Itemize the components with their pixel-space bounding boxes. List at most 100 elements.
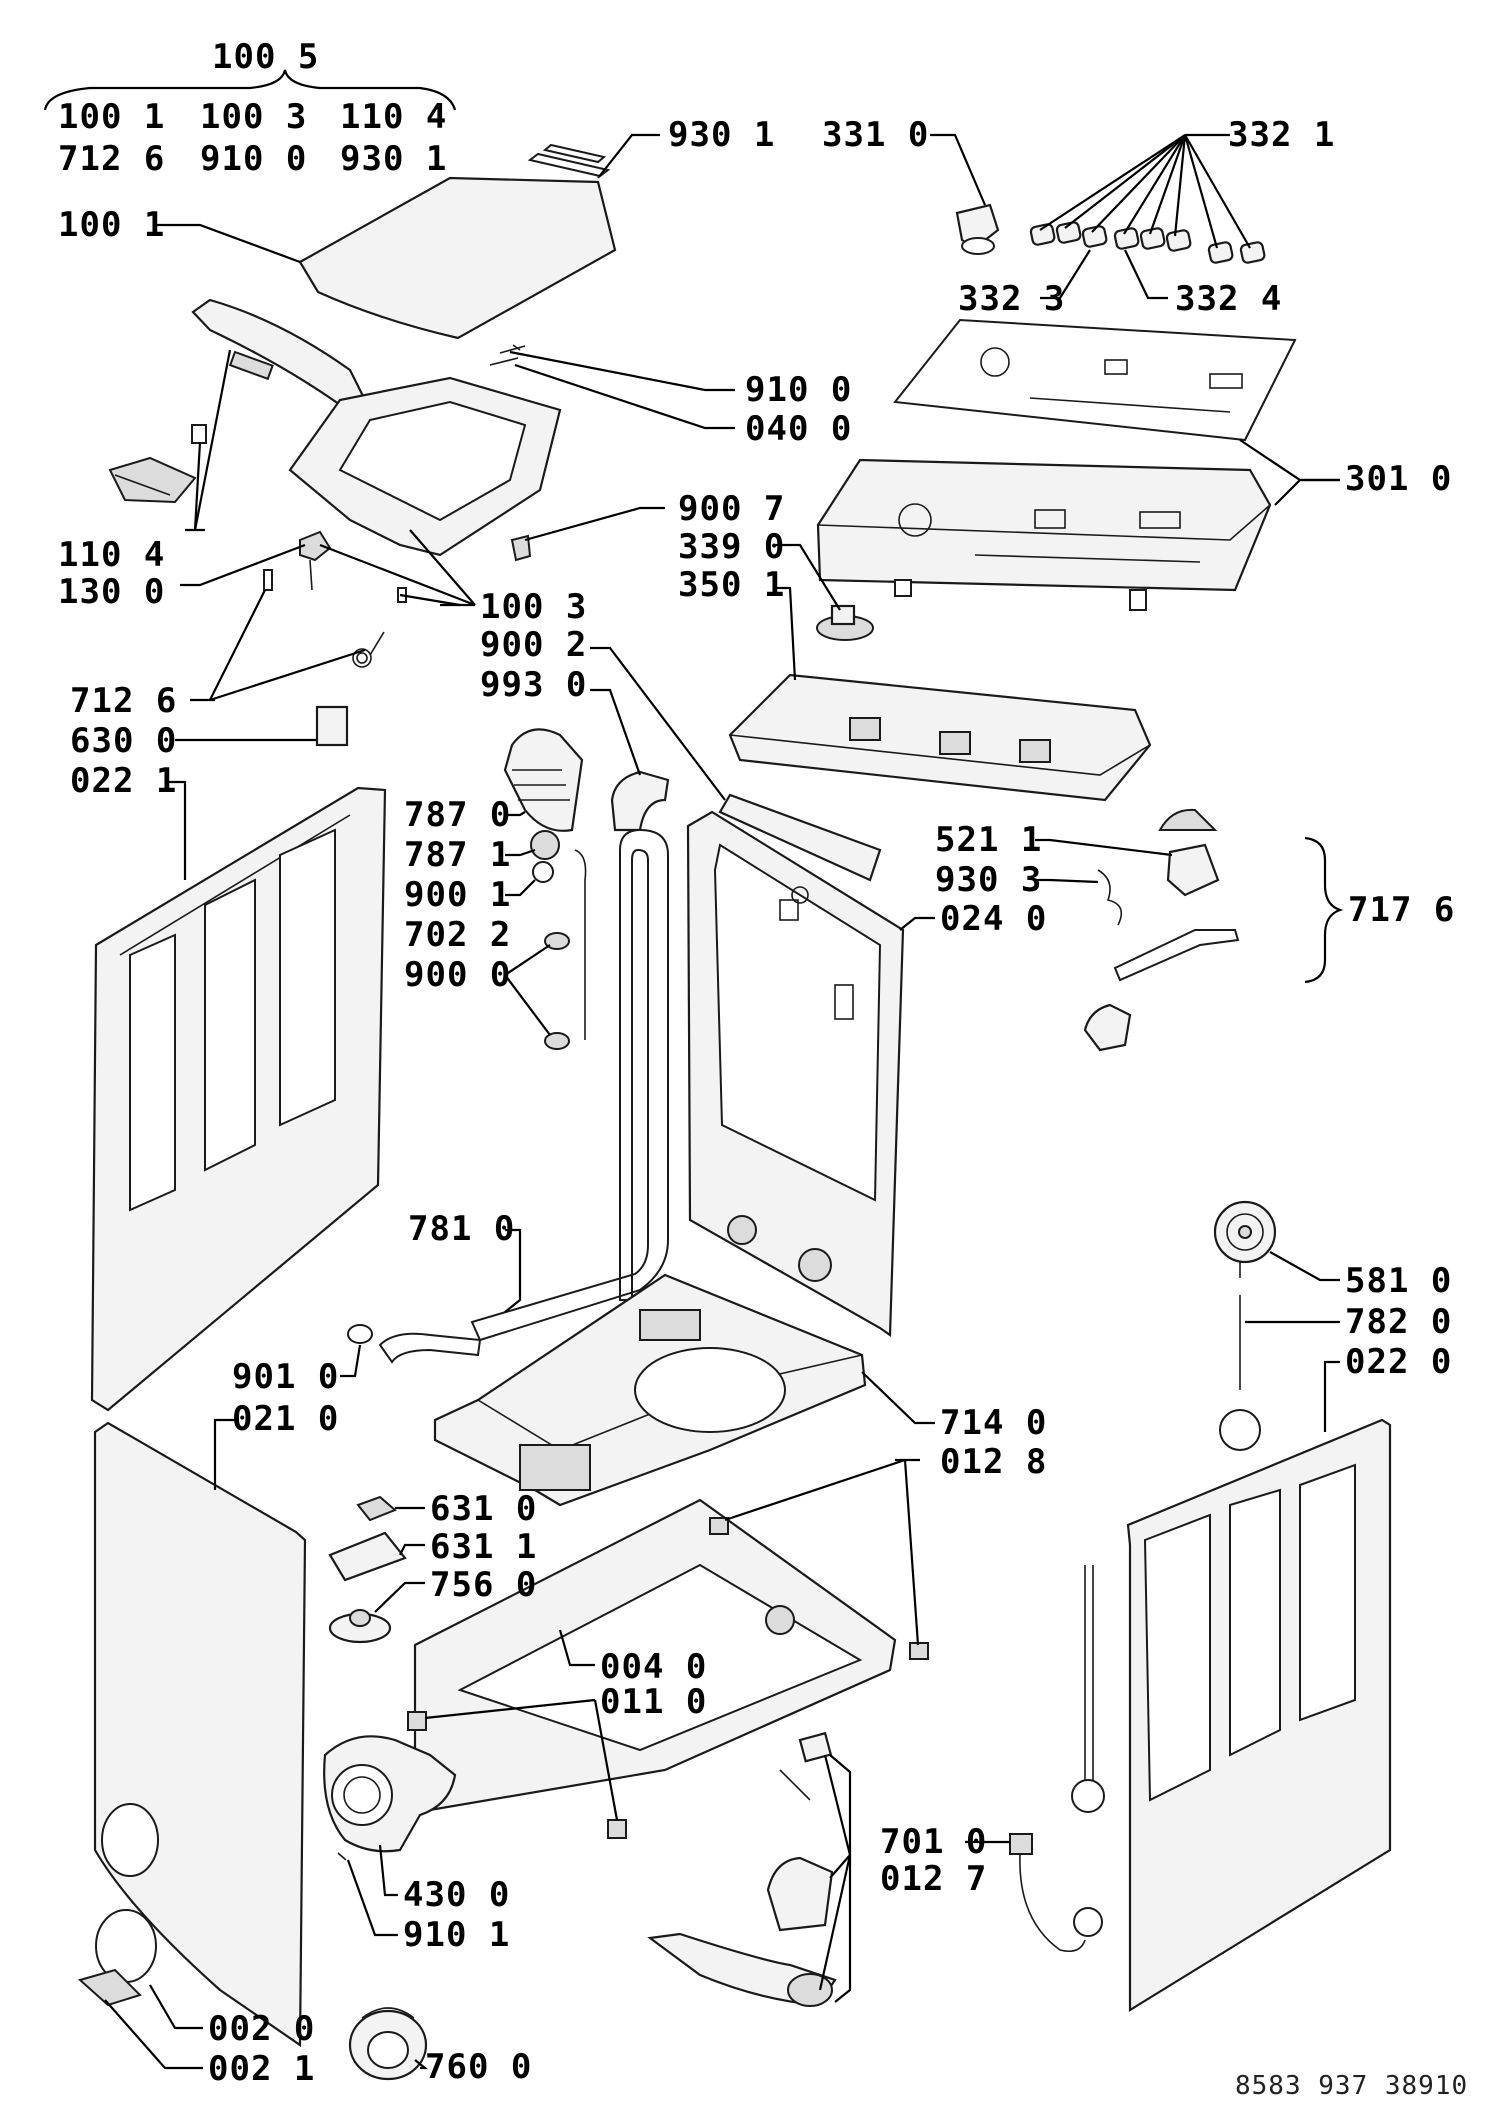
label-021-0: 021 0 [232, 1399, 340, 1439]
rear-panel [686, 810, 905, 1338]
selector-base [816, 604, 874, 641]
label-040-0: 040 0 [745, 409, 853, 449]
clip [510, 534, 532, 562]
drain-pump [323, 1735, 457, 1853]
label-022-1: 022 1 [70, 761, 178, 801]
program-knob [955, 203, 1000, 255]
label-701-0: 701 0 [880, 1822, 988, 1862]
label-900-2: 900 2 [480, 625, 588, 665]
interference-filter [315, 705, 349, 747]
front-panel [93, 1421, 307, 2048]
leader-lines [43, 69, 1344, 2070]
label-714-0: 714 0 [940, 1403, 1048, 1443]
control-decal [893, 318, 1297, 442]
label-521-1: 521 1 [935, 820, 1043, 860]
support-leg [647, 1731, 837, 2007]
label-712-6-top: 712 6 [58, 139, 166, 179]
label-581-0: 581 0 [1345, 1261, 1453, 1301]
label-130-0: 130 0 [58, 572, 166, 612]
filter-door [77, 1909, 157, 2007]
label-910-1: 910 1 [403, 1915, 511, 1955]
label-781-0: 781 0 [408, 1209, 516, 1249]
control-panel [816, 458, 1272, 611]
label-787-0: 787 0 [404, 795, 512, 835]
label-901-0: 901 0 [232, 1357, 340, 1397]
small-pins [489, 344, 526, 366]
label-301-0: 301 0 [1345, 459, 1453, 499]
pressure-tube [574, 849, 587, 1040]
label-630-0: 630 0 [70, 721, 178, 761]
label-430-0: 430 0 [403, 1875, 511, 1915]
label-110-4-top: 110 4 [340, 97, 448, 137]
label-100-3: 100 3 [480, 587, 588, 627]
screw [337, 1852, 347, 1861]
label-024-0: 024 0 [940, 899, 1048, 939]
thermostat [328, 1495, 407, 1582]
heater-seal [328, 1609, 392, 1644]
label-004-0: 004 0 [600, 1647, 708, 1687]
label-332-4: 332 4 [1175, 279, 1283, 319]
pump-kit [1083, 808, 1240, 1052]
drain-hose [378, 828, 669, 1364]
clip-top [544, 932, 570, 950]
label-782-0: 782 0 [1345, 1302, 1453, 1342]
label-012-8: 012 8 [940, 1442, 1048, 1482]
label-702-2: 702 2 [404, 915, 512, 955]
label-011-0: 011 0 [600, 1682, 708, 1722]
clip-bottom [544, 1032, 570, 1050]
label-002-1: 002 1 [208, 2049, 316, 2089]
label-756-0: 756 0 [430, 1565, 538, 1605]
pulley [1213, 1200, 1277, 1278]
hinge-strip [527, 143, 611, 178]
label-900-7: 900 7 [678, 489, 786, 529]
label-910-0-top: 910 0 [200, 139, 308, 179]
label-339-0: 339 0 [678, 527, 786, 567]
label-631-1: 631 1 [430, 1527, 538, 1567]
inlet-hose [1009, 1833, 1086, 1953]
label-717-6: 717 6 [1348, 890, 1456, 930]
label-350-1: 350 1 [678, 565, 786, 605]
label-002-0: 002 0 [208, 2009, 316, 2049]
label-930-3: 930 3 [935, 860, 1043, 900]
hose-connector [610, 770, 670, 832]
drain-bellows [503, 728, 584, 832]
label-910-0: 910 0 [745, 370, 853, 410]
label-100-1-top: 100 1 [58, 97, 166, 137]
electronic-board [728, 673, 1152, 802]
label-712-6: 712 6 [70, 681, 178, 721]
document-number: 8583 937 38910 [1235, 2071, 1469, 2101]
left-side-panel [90, 786, 387, 1412]
lid-front-trim [191, 298, 366, 414]
lid-pin [263, 569, 273, 591]
clamp [532, 861, 554, 883]
feet [407, 1517, 929, 1839]
top-frame [288, 376, 562, 557]
label-100-1: 100 1 [58, 205, 166, 245]
lid-switch [299, 530, 332, 591]
label-100-3-top: 100 3 [200, 97, 308, 137]
label-631-0: 631 0 [430, 1489, 538, 1529]
label-760-0: 760 0 [425, 2047, 533, 2087]
label-930-1-top: 930 1 [340, 139, 448, 179]
water-inlet-tube [1071, 1565, 1105, 1937]
top-lid [298, 176, 617, 340]
lid-spring [352, 631, 385, 668]
top-bracket [718, 793, 882, 882]
label-110-4: 110 4 [58, 535, 166, 575]
label-022-0: 022 0 [1345, 1342, 1453, 1382]
filter-ball [530, 830, 560, 860]
label-332-3: 332 3 [958, 279, 1066, 319]
cap [347, 1324, 373, 1344]
label-930-1: 930 1 [668, 115, 776, 155]
pump-filter [348, 2007, 428, 2081]
label-787-1: 787 1 [404, 835, 512, 875]
right-side-panel [1126, 1418, 1392, 2012]
latch [108, 424, 207, 504]
label-012-7: 012 7 [880, 1859, 988, 1899]
label-331-0: 331 0 [822, 115, 930, 155]
label-100-5: 100 5 [212, 37, 320, 77]
label-332-1: 332 1 [1228, 115, 1336, 155]
label-993-0: 993 0 [480, 665, 588, 705]
